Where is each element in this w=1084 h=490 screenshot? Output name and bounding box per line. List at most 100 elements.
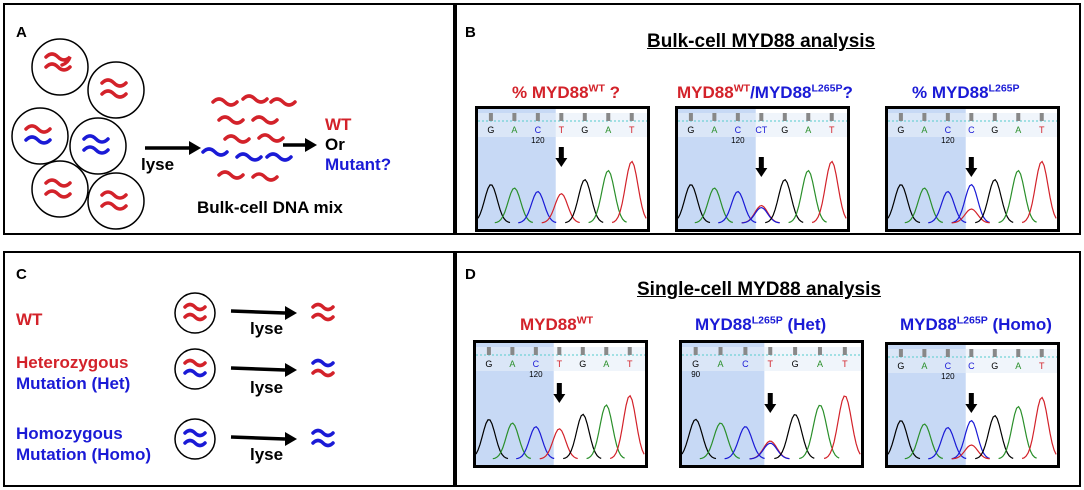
bulk-mix-label: Bulk-cell DNA mix bbox=[197, 198, 343, 217]
quality-bar bbox=[922, 113, 927, 121]
arrow-lyse bbox=[230, 432, 297, 446]
quality-bar bbox=[486, 347, 491, 355]
quality-bar bbox=[559, 113, 564, 121]
trace-title-b2: MYD88WT/MYD88L265P? bbox=[677, 82, 853, 102]
quality-bar bbox=[512, 113, 517, 121]
base-call: T bbox=[842, 359, 848, 369]
quality-bar bbox=[1016, 113, 1021, 121]
base-call: C bbox=[735, 125, 742, 135]
panel-b-label: B bbox=[465, 24, 476, 41]
base-call: G bbox=[781, 125, 788, 135]
base-call: A bbox=[921, 361, 927, 371]
base-call: CT bbox=[755, 125, 767, 135]
panel-b: B Bulk-cell MYD88 analysis % MYD88WT ? M… bbox=[455, 3, 1081, 235]
trace-title-d3: MYD88L265P (Homo) bbox=[900, 314, 1052, 334]
base-call: A bbox=[1015, 361, 1021, 371]
cell-wt bbox=[31, 38, 89, 96]
wt-label: WT bbox=[325, 115, 352, 134]
trace-peak bbox=[478, 184, 511, 224]
panel-c-label: C bbox=[16, 266, 27, 283]
trace-peak bbox=[724, 426, 765, 460]
base-call: G bbox=[897, 361, 904, 371]
trace-peak bbox=[565, 178, 604, 224]
quality-bar bbox=[580, 347, 585, 355]
cell-wt bbox=[174, 292, 216, 334]
mutation-arrow bbox=[555, 147, 568, 167]
quality-bar bbox=[510, 347, 515, 355]
trace-peak bbox=[823, 395, 861, 460]
trace-peak bbox=[888, 184, 921, 224]
cell-wt bbox=[31, 160, 89, 218]
trace-peak bbox=[678, 184, 711, 224]
row-label-wt: WT bbox=[16, 310, 43, 329]
base-call: G bbox=[485, 359, 492, 369]
cell-het bbox=[11, 107, 69, 165]
trace-peak bbox=[541, 192, 580, 224]
mutation-arrow bbox=[965, 393, 978, 413]
trace-peak bbox=[588, 169, 627, 224]
base-call: A bbox=[718, 359, 724, 369]
mutant-label: Mutant? bbox=[325, 155, 392, 174]
lyse-label: lyse bbox=[141, 155, 175, 174]
quality-bar bbox=[604, 347, 609, 355]
panel-b-title: Bulk-cell MYD88 analysis bbox=[647, 31, 876, 52]
quality-bar bbox=[629, 113, 634, 121]
trace-peak bbox=[476, 419, 509, 460]
quality-bar bbox=[712, 113, 717, 121]
trace-peak bbox=[611, 160, 647, 224]
quality-bar bbox=[992, 349, 997, 357]
arrow-lyse bbox=[145, 141, 201, 155]
base-call: T bbox=[627, 359, 633, 369]
panel-d: D Single-cell MYD88 analysis MYD88WT MYD… bbox=[455, 251, 1081, 487]
quality-bar bbox=[627, 347, 632, 355]
position-number: 120 bbox=[529, 370, 543, 379]
panel-c-diagram bbox=[174, 292, 335, 460]
quality-bar bbox=[1016, 349, 1021, 357]
quality-bar bbox=[688, 113, 693, 121]
dna-het bbox=[311, 358, 335, 378]
quality-bar bbox=[793, 347, 798, 355]
position-number: 120 bbox=[731, 136, 745, 145]
trace-peak bbox=[799, 404, 840, 460]
trace-peak bbox=[951, 208, 990, 224]
trace-peak bbox=[741, 206, 780, 224]
arrow-lyse bbox=[230, 363, 297, 377]
trace-peak bbox=[951, 444, 990, 460]
trace-peak bbox=[563, 413, 602, 460]
trace-peak bbox=[998, 405, 1037, 460]
quality-bar bbox=[1039, 349, 1044, 357]
arrow-result bbox=[283, 138, 317, 152]
lyse-label: lyse bbox=[250, 378, 284, 397]
dna-wt bbox=[311, 302, 335, 322]
row-label-homo-2: Mutation (Homo) bbox=[16, 445, 152, 464]
trace-peak bbox=[811, 160, 847, 224]
quality-bar bbox=[759, 113, 764, 121]
base-call: C bbox=[945, 361, 952, 371]
base-call: G bbox=[487, 125, 494, 135]
trace-peak bbox=[951, 419, 990, 460]
quality-bar bbox=[718, 347, 723, 355]
arrow-lyse bbox=[230, 306, 297, 320]
mutation-arrow bbox=[553, 383, 566, 403]
mutation-arrow bbox=[764, 393, 777, 413]
trace-peak bbox=[1021, 160, 1057, 224]
base-call: C bbox=[535, 125, 542, 135]
quality-bar bbox=[992, 113, 997, 121]
position-number: 90 bbox=[691, 370, 700, 379]
base-call: C bbox=[742, 359, 749, 369]
trace-peak bbox=[788, 169, 827, 224]
row-label-het-2: Mutation (Het) bbox=[16, 374, 131, 393]
trace-peak bbox=[928, 426, 967, 460]
dna-mix bbox=[201, 94, 297, 182]
trace-title-d1: MYD88WT bbox=[520, 314, 594, 334]
quality-bar bbox=[782, 113, 787, 121]
trace-peak bbox=[718, 190, 757, 224]
quality-bar bbox=[945, 113, 950, 121]
trace-peak bbox=[539, 428, 578, 460]
position-number: 120 bbox=[941, 372, 955, 381]
